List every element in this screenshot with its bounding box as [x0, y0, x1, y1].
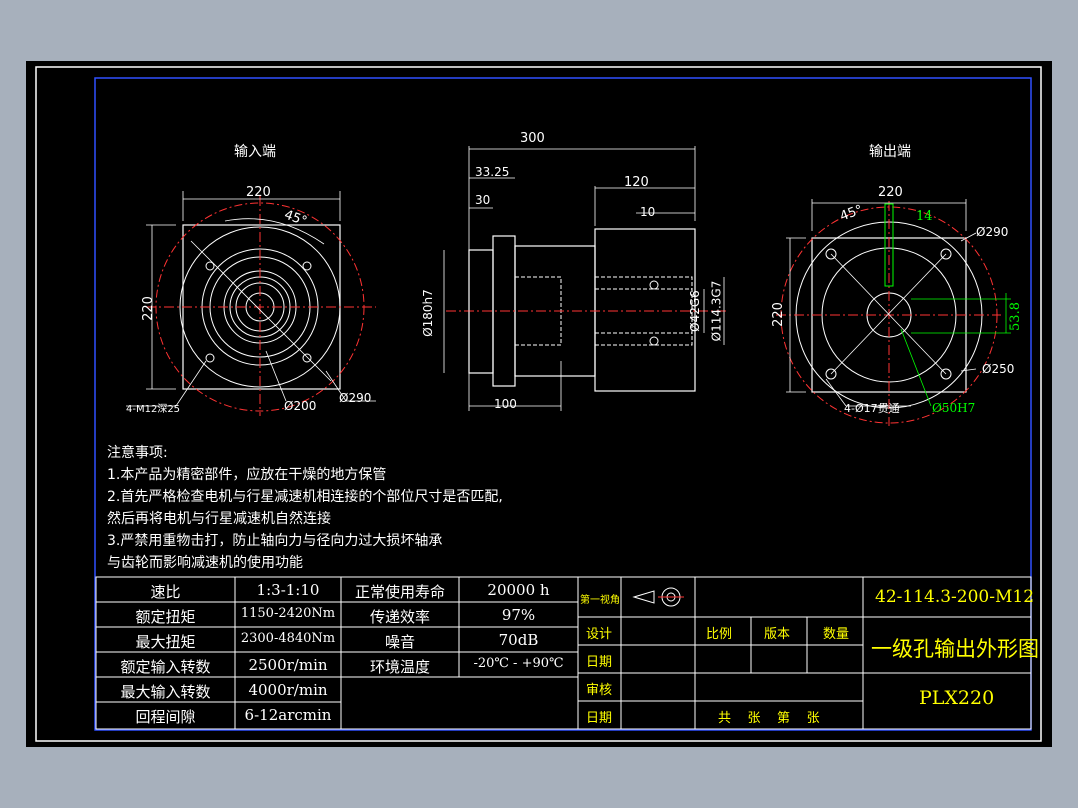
date-label-1: 日期	[586, 655, 613, 670]
mid-overall-dim: 300	[520, 131, 545, 146]
spec-label: 速比	[150, 583, 181, 601]
right-width-dim: 220	[878, 185, 903, 200]
spec-value: 1:3-1:10	[256, 581, 320, 599]
scale-label: 比例	[706, 627, 733, 642]
version-label: 版本	[764, 627, 791, 642]
right-d50-dim: Ø50H7	[932, 401, 976, 415]
mid-120-dim: 120	[624, 175, 649, 190]
title-block-grid	[577, 576, 1032, 730]
note-line-2: 2.首先严格检查电机与行星减速机相连接的个部位尺寸是否匹配,	[107, 489, 503, 505]
note-line-1: 1.本产品为精密部件，应放在干燥的地方保管	[107, 467, 387, 483]
spec-table-grid	[95, 576, 579, 730]
date-label-2: 日期	[586, 711, 613, 726]
spec-label: 环境温度	[369, 658, 430, 676]
spec-value: 1150-2420Nm	[240, 606, 336, 621]
left-d290-dim: Ø290	[339, 391, 372, 405]
right-d290-dim: Ø290	[976, 225, 1009, 239]
input-end-view	[126, 191, 376, 416]
note-line-5: 与齿轮而影响减速机的使用功能	[107, 555, 303, 571]
spec-value: 2300-4840Nm	[240, 631, 336, 646]
notes-title: 注意事项:	[107, 445, 168, 461]
sheet-count-label: 共 张 第 张	[718, 711, 820, 726]
projection-label: 第一视角	[580, 595, 620, 606]
note-line-3: 然后再将电机与行星减速机自然连接	[107, 511, 331, 527]
part-number: 42-114.3-200-M12	[875, 587, 1035, 607]
inner-border	[94, 77, 1032, 731]
side-view	[443, 146, 726, 411]
spec-value: 2500r/min	[248, 656, 328, 674]
spec-label: 最大输入转数	[120, 683, 211, 701]
spec-value: -20℃ - +90℃	[473, 656, 564, 671]
left-width-dim: 220	[246, 185, 271, 200]
right-53-dim: 53.8	[1007, 302, 1023, 331]
spec-value: 97%	[501, 606, 536, 624]
spec-label: 最大扭矩	[135, 633, 196, 651]
spec-label: 正常使用寿命	[354, 583, 445, 601]
quantity-label: 数量	[823, 627, 850, 642]
design-label: 设计	[586, 627, 613, 642]
drawing-title: 一级孔输出外形图	[871, 637, 1039, 661]
cad-drawing	[35, 66, 1042, 742]
right-14-dim: 14	[916, 209, 933, 224]
output-end-label: 输出端	[869, 144, 911, 160]
review-label: 审核	[586, 683, 613, 698]
mid-d180-dim: Ø180h7	[420, 289, 435, 337]
right-height-dim: 220	[770, 302, 786, 327]
mid-30-dim: 30	[475, 193, 491, 207]
mid-10-dim: 10	[640, 205, 656, 219]
spec-value: 6-12arcmin	[244, 706, 332, 724]
spec-value: 4000r/min	[248, 681, 328, 699]
spec-label: 额定输入转数	[120, 658, 211, 676]
mid-d42-dim: Ø42G6	[687, 290, 702, 332]
input-end-label: 输入端	[234, 144, 276, 160]
spec-value: 20000 h	[487, 581, 550, 599]
mid-d114-dim: Ø114.3G7	[709, 280, 724, 342]
spec-value: 70dB	[498, 631, 539, 649]
mid-33-dim: 33.25	[475, 165, 510, 179]
spec-label: 回程间隙	[135, 708, 196, 726]
left-height-dim: 220	[140, 296, 156, 321]
model-name: PLX220	[919, 687, 995, 709]
spec-label: 噪音	[384, 633, 415, 651]
left-bolt-dim: 4-M12深25	[126, 404, 181, 415]
output-end-view	[776, 199, 1011, 426]
right-d250-dim: Ø250	[982, 362, 1015, 376]
note-line-4: 3.严禁用重物击打，防止轴向力与径向力过大损坏轴承	[107, 533, 443, 549]
drawing-sheet: 输入端 输出端 220 220 45° 4-M12深25 Ø200 Ø290 3…	[26, 61, 1052, 747]
spec-label: 传递效率	[369, 608, 430, 626]
spec-label: 额定扭矩	[135, 608, 196, 626]
left-d200-dim: Ø200	[284, 399, 317, 413]
outer-frame	[35, 66, 1042, 742]
right-bolt-dim: 4-Ø17贯通	[844, 402, 900, 415]
projection-symbol	[632, 587, 684, 607]
mid-100-dim: 100	[494, 397, 517, 411]
